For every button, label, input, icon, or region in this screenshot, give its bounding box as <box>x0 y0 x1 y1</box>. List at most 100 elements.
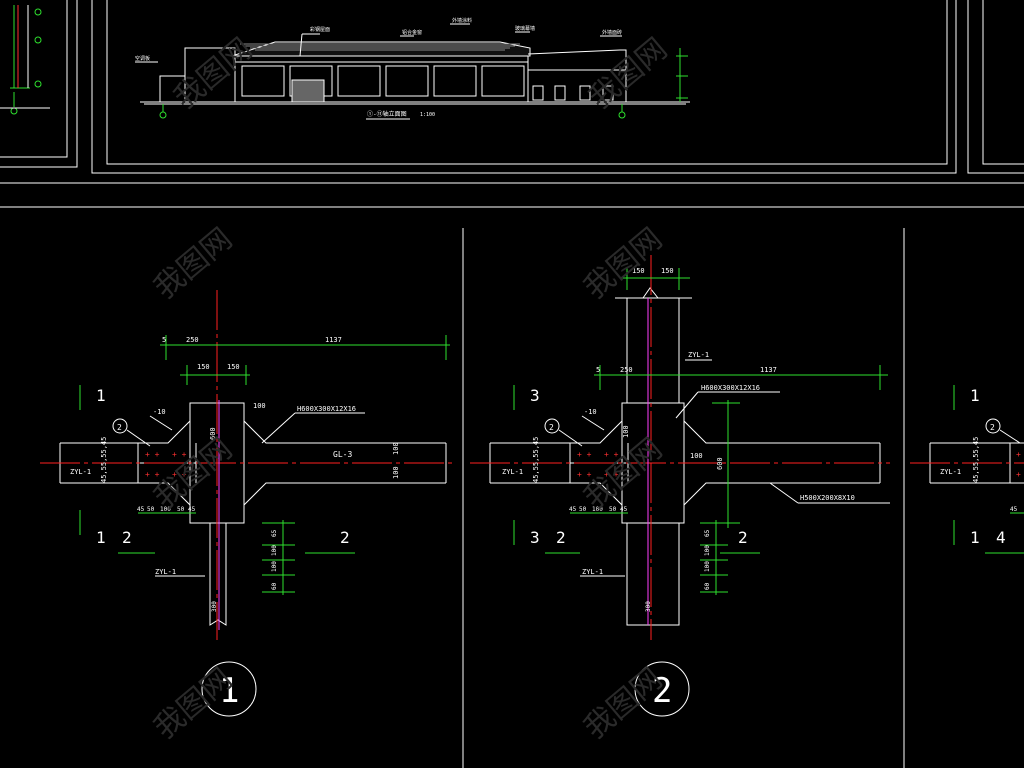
watermark-5: 我图网 <box>148 431 239 516</box>
svg-text:+ +: + + <box>577 450 592 459</box>
svg-text:+ +: + + <box>604 470 619 479</box>
top-sheet-frames <box>0 0 1024 208</box>
detail-2-beam-spec2: H500X200X8X10 <box>800 494 855 502</box>
detail-2-section-mark-a: 3 <box>530 386 540 405</box>
elevation-caption: ①-⑪轴立面图 <box>367 110 407 118</box>
detail-1-dim-right-a: 100 <box>392 442 400 455</box>
detail-1-number: 1 <box>219 671 239 711</box>
watermarks: 我图网 我图网 我图网 我图网 我图网 我图网 我图网 我图网 <box>148 31 674 746</box>
detail-2-column-name: ZYL-1 <box>582 568 603 576</box>
detail-1-bolt-callout <box>112 418 128 434</box>
detail-2-left-member: ZYL-1 <box>502 468 523 476</box>
detail-3-partial: + + 1 1 4 2 ZYL-1 45,55,55,45 45 <box>910 385 1024 554</box>
detail-1-left-member: ZYL-1 <box>70 468 91 476</box>
elevation-label-5: 外墙面砖 <box>602 29 622 36</box>
detail-1-section-mark-a: 1 <box>96 386 106 405</box>
svg-text:+ +: + + <box>577 470 592 479</box>
detail-2-dim-5: 5 <box>596 366 600 374</box>
detail-2: + ++ + + ++ + 3 3 2 2 150 150 5 250 1137… <box>470 255 890 717</box>
detail-2-dim-100: 100 <box>690 452 703 460</box>
detail-1-coldim-3: 100 <box>271 561 278 572</box>
detail-2-dim-vertical: 600 <box>716 457 724 470</box>
detail-1-section-mark-d: 2 <box>340 528 350 547</box>
detail-1-coldim-1: 65 <box>271 529 278 537</box>
detail-2-bolt-callout <box>544 418 560 434</box>
detail-1-dim-150a: 150 <box>197 363 210 371</box>
detail-2-section-mark-b: 3 <box>530 528 540 547</box>
detail-2-dim-250: 250 <box>620 366 633 374</box>
detail-1-plate: -10 <box>153 408 166 416</box>
elevation-label-1: 彩钢屋面 <box>310 26 330 33</box>
detail-1-dim-right-b: 100 <box>392 466 400 479</box>
watermark-2: 我图网 <box>583 31 674 116</box>
detail-1-column-name: ZYL-1 <box>155 568 176 576</box>
detail-1-dim-5: 5 <box>162 336 166 344</box>
detail-2-coldim-2: 100 <box>704 545 711 556</box>
detail-1-bdim-5: 45 <box>188 506 196 513</box>
detail-3-bolt-mark: 2 <box>990 423 995 432</box>
detail-3-section-mark-b: 1 <box>970 528 980 547</box>
detail-3-bdim-1: 45 <box>1010 506 1018 513</box>
detail-2-coldim-1: 65 <box>704 529 711 537</box>
detail-3-section-mark-c: 4 <box>996 528 1006 547</box>
watermark-3: 我图网 <box>148 221 239 306</box>
detail-2-beam-spec: H600X300X12X16 <box>701 384 760 392</box>
svg-text:+ +: + + <box>604 450 619 459</box>
detail-2-bolt-mark: 2 <box>549 423 554 432</box>
detail-1-bdim-4: 50 <box>177 506 185 513</box>
watermark-1: 我图网 <box>168 31 259 116</box>
detail-3-left-member: ZYL-1 <box>940 468 961 476</box>
detail-3-left-dims: 45,55,55,45 <box>972 437 980 483</box>
elevation-label-4: 玻璃幕墙 <box>515 25 535 32</box>
detail-2-number: 2 <box>652 671 672 711</box>
detail-2-left-dims: 45,55,55,45 <box>532 437 540 483</box>
detail-1-bdim-2: 50 <box>147 506 155 513</box>
detail-1-bdim-3: 100 <box>160 506 171 513</box>
detail-1: + ++ + + ++ + 1 1 2 2 5 250 1137 150 150… <box>40 290 455 717</box>
elevation-label-3: 外墙涂料 <box>452 17 472 24</box>
detail-1-section-mark-c: 2 <box>122 528 132 547</box>
detail-2-coldim-3: 100 <box>704 561 711 572</box>
detail-1-section-mark-b: 1 <box>96 528 106 547</box>
detail-1-coldim-4: 60 <box>271 582 278 590</box>
detail-1-number-circle <box>201 661 257 717</box>
detail-2-dim-150a: 150 <box>632 267 645 275</box>
detail-1-dim-150b: 150 <box>227 363 240 371</box>
detail-2-bdim-5: 45 <box>620 506 628 513</box>
svg-text:+ +: + + <box>145 450 160 459</box>
detail-2-bdim-3: 100 <box>592 506 603 513</box>
detail-2-plate: -10 <box>584 408 597 416</box>
detail-1-dim-100: 100 <box>253 402 266 410</box>
detail-2-bdim-4: 50 <box>609 506 617 513</box>
detail-2-coldim-bottom: 300 <box>645 601 652 612</box>
elevation-label-2: 铝合金窗 <box>402 29 422 36</box>
detail-2-dim-150b: 150 <box>661 267 674 275</box>
detail-2-section-mark-c: 2 <box>556 528 566 547</box>
detail-1-dim-250: 250 <box>186 336 199 344</box>
elevation-label-6: 空调板 <box>135 55 150 62</box>
detail-1-beam-name: GL-3 <box>333 450 352 459</box>
detail-2-column-top-name: ZYL-1 <box>688 351 709 359</box>
svg-text:+: + <box>1016 470 1021 479</box>
detail-1-bolt-mark: 2 <box>117 423 122 432</box>
detail-2-dim-top-small: 100 <box>622 425 630 438</box>
svg-text:+: + <box>1016 450 1021 459</box>
detail-1-beam-spec: H600X300X12X16 <box>297 405 356 413</box>
left-partial-drawing <box>0 5 50 115</box>
detail-1-left-dims: 45,55,55,45 <box>100 437 108 483</box>
svg-text:+ +: + + <box>172 450 187 459</box>
detail-1-dim-vertical: 600 <box>209 427 217 440</box>
detail-1-coldim-bottom: 300 <box>211 601 218 612</box>
watermark-4: 我图网 <box>578 221 669 306</box>
detail-3-bolt-callout <box>985 418 1001 434</box>
detail-2-coldim-4: 60 <box>704 582 711 590</box>
detail-2-bdim-2: 50 <box>579 506 587 513</box>
building-elevation: 彩钢屋面 铝合金窗 外墙涂料 玻璃幕墙 外墙面砖 空调板 ①-⑪轴立面图 1:1… <box>135 17 690 120</box>
detail-1-bdim-1: 45 <box>137 506 145 513</box>
svg-text:+ +: + + <box>172 470 187 479</box>
detail-2-number-circle <box>634 661 690 717</box>
detail-3-section-mark-a: 1 <box>970 386 980 405</box>
detail-2-dim-1137: 1137 <box>760 366 777 374</box>
detail-1-dim-1137: 1137 <box>325 336 342 344</box>
